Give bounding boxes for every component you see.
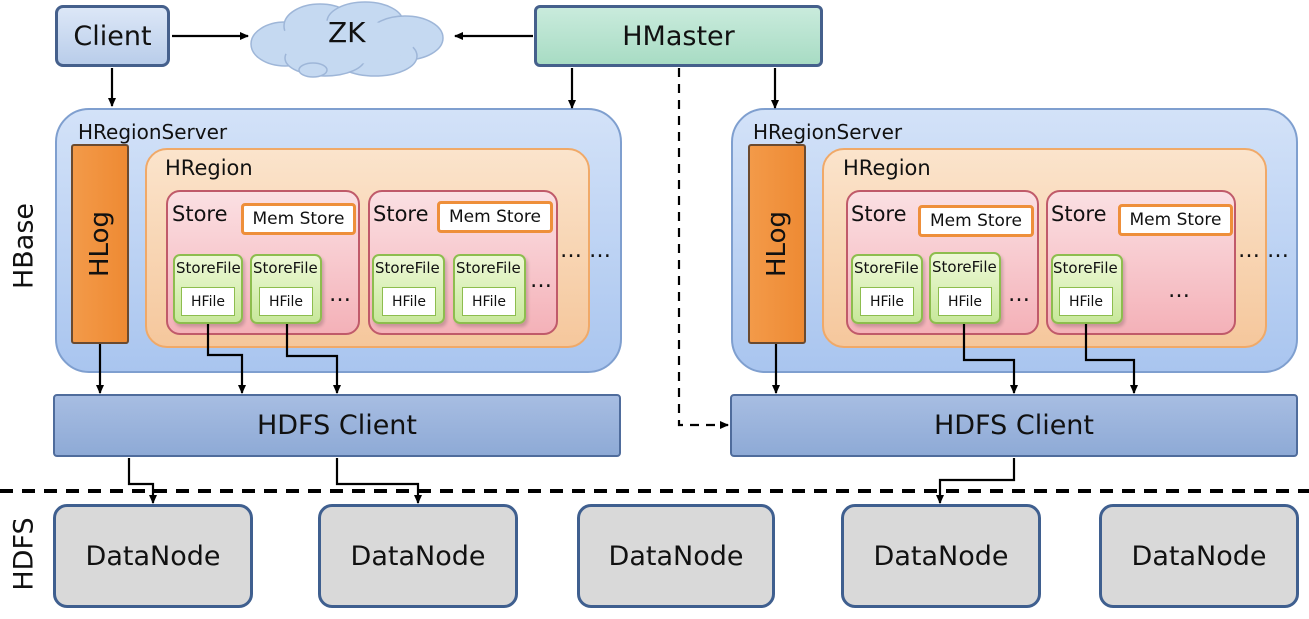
hdfs1-to-datanode2-arrow xyxy=(335,458,422,504)
store-2-2-ellipsis: … xyxy=(1168,278,1190,303)
hdfs-client-2: HDFS Client xyxy=(730,394,1298,457)
client-node: Client xyxy=(55,5,170,67)
store-2-1-ellipsis: … xyxy=(1008,282,1030,307)
hdfs-client-1: HDFS Client xyxy=(53,394,621,457)
hdfs2-to-datanode4-arrow xyxy=(936,458,1016,504)
storefile-1a-to-hdfs-arrow xyxy=(206,324,246,394)
hfile-1-1-a: HFile xyxy=(181,287,235,316)
memstore-1-2-label: Mem Store xyxy=(448,207,542,227)
datanode-2-label: DataNode xyxy=(350,540,486,572)
storefile-1-2-b-label: StoreFile xyxy=(456,259,521,277)
hfile-1-2-a-label: HFile xyxy=(392,293,426,310)
datanode-4: DataNode xyxy=(841,504,1041,608)
region-server-2-title: HRegionServer xyxy=(753,120,903,144)
hfile-1-2-b-label: HFile xyxy=(472,293,506,310)
store-1-1-label: Store xyxy=(172,202,228,226)
storefile-1b-to-hdfs-arrow xyxy=(285,324,341,394)
hmaster-label: HMaster xyxy=(622,20,735,52)
hfile-2-1-a-label: HFile xyxy=(870,293,904,310)
storefile-2-1-a-label: StoreFile xyxy=(854,259,919,277)
datanode-3-label: DataNode xyxy=(608,540,744,572)
datanode-3: DataNode xyxy=(577,504,775,608)
storefile-2b-to-hdfs-arrow xyxy=(962,324,1018,394)
datanode-1-label: DataNode xyxy=(85,540,221,572)
hmaster-to-hdfs-client-2-dashed xyxy=(677,68,729,429)
hfile-1-2-b: HFile xyxy=(462,287,516,316)
memstore-2-2-label: Mem Store xyxy=(1129,210,1222,230)
storefile-2-1-b-label: StoreFile xyxy=(932,258,997,276)
hmaster-node: HMaster xyxy=(534,5,823,67)
datanode-1: DataNode xyxy=(53,504,253,608)
memstore-2-1: Mem Store xyxy=(918,205,1034,237)
memstore-1-2: Mem Store xyxy=(437,201,553,233)
hfile-1-2-a: HFile xyxy=(382,287,436,316)
hlog-2: HLog xyxy=(748,144,806,344)
datanode-2: DataNode xyxy=(318,504,518,608)
storefile-2c-to-hdfs-arrow xyxy=(1084,324,1138,394)
datanode-4-label: DataNode xyxy=(873,540,1009,572)
hfile-2-2-a-label: HFile xyxy=(1069,293,1103,310)
store-1-2-ellipsis: … xyxy=(530,268,552,293)
hfile-1-1-b: HFile xyxy=(259,287,313,316)
memstore-1-1-label: Mem Store xyxy=(252,209,345,229)
storefile-1-1-a-label: StoreFile xyxy=(176,259,241,277)
hfile-2-1-a: HFile xyxy=(860,287,914,316)
memstore-2-2: Mem Store xyxy=(1118,204,1233,236)
hfile-2-1-b: HFile xyxy=(938,287,992,316)
storefile-2-2-a-label: StoreFile xyxy=(1053,259,1118,277)
storefile-1-1-b-label: StoreFile xyxy=(253,259,318,277)
store-1-1-ellipsis: … xyxy=(329,282,351,307)
store-2-2-label: Store xyxy=(1051,202,1107,226)
hfile-1-1-b-label: HFile xyxy=(269,293,303,310)
hdfs1-to-datanode1-arrow xyxy=(127,458,157,504)
region-server-1-title: HRegionServer xyxy=(78,120,228,144)
hdfs-client-2-label: HDFS Client xyxy=(933,410,1095,441)
client-label: Client xyxy=(73,20,152,52)
hfile-2-2-a: HFile xyxy=(1059,287,1113,316)
datanode-5-label: DataNode xyxy=(1131,540,1267,572)
datanode-5: DataNode xyxy=(1099,504,1299,608)
hlog-1: HLog xyxy=(71,144,129,344)
region-1-ellipsis: … … xyxy=(560,238,611,263)
store-2-1-label: Store xyxy=(851,202,907,226)
memstore-2-1-label: Mem Store xyxy=(929,211,1023,231)
storefile-1-2-a-label: StoreFile xyxy=(375,259,440,277)
zk-cloud-icon xyxy=(250,1,444,78)
hfile-1-1-a-label: HFile xyxy=(191,293,225,310)
store-1-2-label: Store xyxy=(373,202,429,226)
hdfs-client-1-label: HDFS Client xyxy=(256,410,418,441)
hfile-2-1-b-label: HFile xyxy=(948,293,982,310)
memstore-1-1: Mem Store xyxy=(241,203,356,235)
hregion-1-title: HRegion xyxy=(165,156,253,180)
zk-label: ZK xyxy=(328,16,366,49)
region-2-ellipsis: … … xyxy=(1238,238,1289,263)
hregion-2-title: HRegion xyxy=(843,156,931,180)
